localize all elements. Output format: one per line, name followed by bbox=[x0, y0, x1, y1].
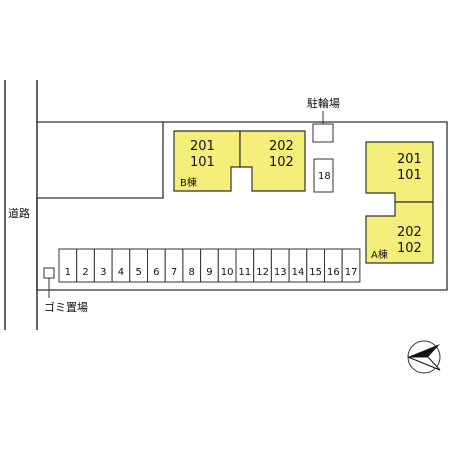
building-b: 201 101 202 102 B棟 bbox=[173, 130, 306, 192]
garbage-label: ゴミ置場 bbox=[44, 300, 88, 314]
garbage-station bbox=[43, 267, 55, 279]
site-boundary bbox=[36, 121, 448, 291]
parking-space-label: 5 bbox=[136, 267, 142, 278]
building-a-unit-101: 101 bbox=[397, 168, 422, 183]
parking-space-label: 9 bbox=[206, 267, 212, 278]
building-a-unit-201: 201 bbox=[397, 152, 422, 167]
parking-space-label: 6 bbox=[153, 267, 159, 278]
building-b-unit-201: 201 bbox=[190, 139, 215, 154]
bicycle-parking bbox=[312, 123, 334, 143]
building-b-unit-101: 101 bbox=[190, 155, 215, 170]
building-a-unit-202: 202 bbox=[397, 225, 422, 240]
parking-space bbox=[341, 248, 361, 283]
parking-space-label: 11 bbox=[238, 267, 251, 278]
parking-space-label: 4 bbox=[118, 267, 124, 278]
parking-space-label: 15 bbox=[309, 267, 322, 278]
road-label: 道路 bbox=[8, 206, 30, 220]
parking-space-label: 1 bbox=[65, 267, 71, 278]
parking-space-label: 17 bbox=[345, 267, 358, 278]
parking-space-18-label: 18 bbox=[318, 171, 331, 182]
parking-space-label: 16 bbox=[327, 267, 340, 278]
building-b-right-block bbox=[239, 130, 306, 192]
parking-space-label: 2 bbox=[82, 267, 88, 278]
building-b-unit-102: 102 bbox=[269, 155, 294, 170]
north-arrow-icon bbox=[407, 340, 441, 374]
parking-space-label: 8 bbox=[189, 267, 195, 278]
parking-space-label: 10 bbox=[221, 267, 234, 278]
parking-space-label: 13 bbox=[274, 267, 287, 278]
parking-space-label: 12 bbox=[256, 267, 269, 278]
building-b-unit-202: 202 bbox=[269, 139, 294, 154]
bicycle-parking-label: 駐輪場 bbox=[307, 96, 340, 110]
parking-space-label: 14 bbox=[292, 267, 305, 278]
building-a-bottom-block bbox=[365, 201, 434, 264]
parking-space-18 bbox=[313, 158, 334, 193]
parking-space-label: 7 bbox=[171, 267, 177, 278]
building-a-label: A棟 bbox=[371, 248, 388, 261]
building-a-unit-102: 102 bbox=[397, 241, 422, 256]
building-a: 201 101 202 102 A棟 bbox=[365, 141, 434, 264]
building-b-label: B棟 bbox=[180, 176, 197, 189]
parking-space-label: 3 bbox=[100, 267, 106, 278]
